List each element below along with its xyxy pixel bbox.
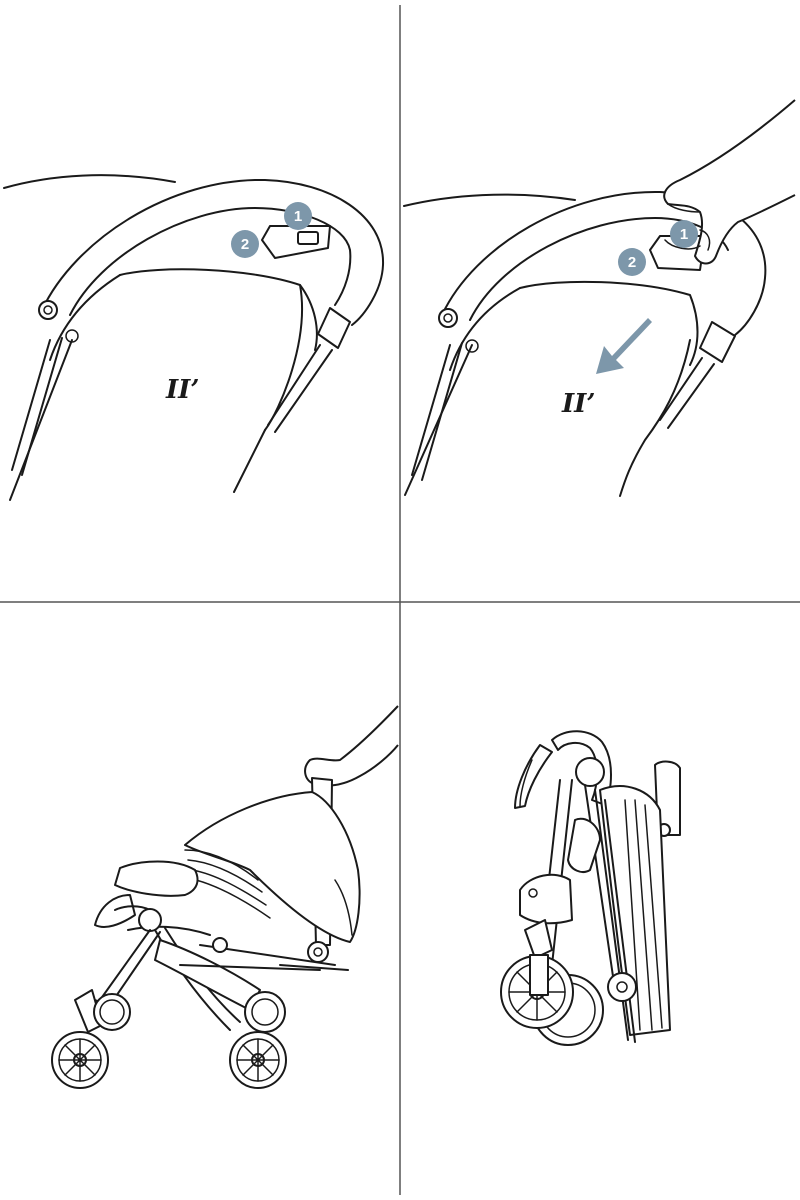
panel-2-press-and-push: II’ 1 2: [403, 99, 796, 497]
panel-1-handle-buttons: II’ 1 2: [3, 174, 385, 501]
wheel-icon: [93, 993, 131, 1031]
step-badge-2: 2: [231, 230, 259, 258]
hand-icon: [663, 99, 796, 265]
svg-text:1: 1: [680, 226, 688, 243]
panel-4-folded-stroller: [500, 730, 681, 1046]
wheel-icon: [51, 1031, 109, 1089]
brand-mark: II’: [561, 389, 595, 419]
step-badge-2: 2: [618, 248, 646, 276]
step-badge-1: 1: [284, 202, 312, 230]
wheel-icon: [229, 1031, 287, 1089]
svg-text:1: 1: [294, 208, 302, 225]
panel-3-folding-stroller: [51, 705, 399, 1089]
step-badge-1: 1: [670, 220, 698, 248]
hand-icon: [304, 705, 399, 787]
brand-mark: II’: [165, 375, 199, 405]
svg-text:2: 2: [241, 236, 249, 253]
wheel-icon: [244, 991, 286, 1033]
svg-text:2: 2: [628, 254, 636, 271]
arrow-down-left-icon: [596, 318, 652, 374]
